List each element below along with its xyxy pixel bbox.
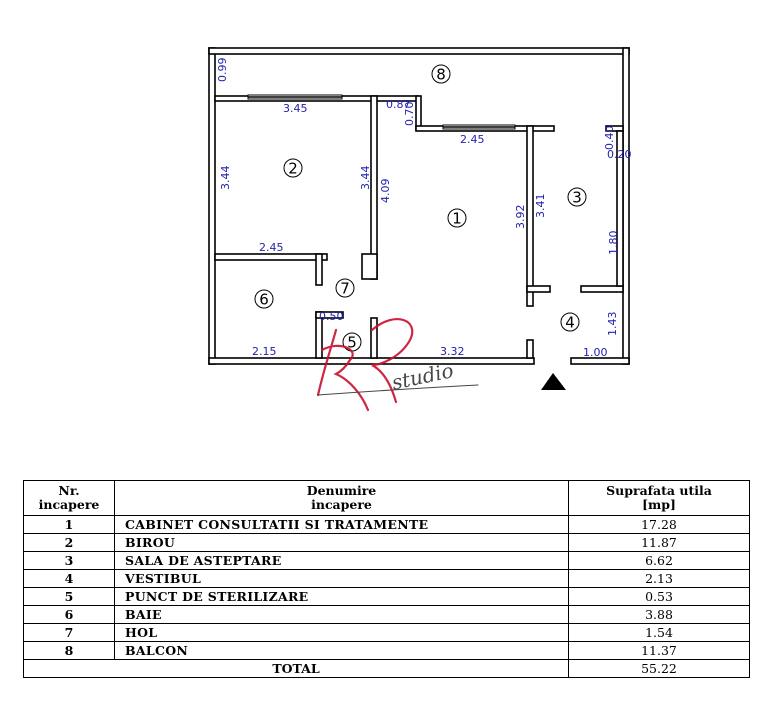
wall-room1-bottom-right (526, 339, 534, 359)
dim-notch-width: 0.87 (386, 98, 411, 111)
wall-left-outer (208, 47, 216, 365)
total-label: TOTAL (23, 659, 569, 678)
dim-room1-right: 3.92 (514, 205, 527, 230)
wall-room1-stub (526, 285, 551, 293)
dim-room3-top-a: 0.40 (603, 126, 616, 151)
wall-room3-right-inner (616, 130, 624, 287)
dim-room2-left: 3.44 (219, 166, 232, 191)
wall-top-outer (208, 47, 630, 55)
room-labels: 1 2 3 4 5 6 7 8 (254, 64, 587, 352)
wall-hol-stub (361, 253, 378, 280)
room-label-5: 5 (342, 332, 362, 352)
svg-text:7: 7 (340, 280, 350, 298)
dim-room4-bottom: 1.00 (583, 346, 608, 359)
dim-room6-bottom: 2.15 (252, 345, 277, 358)
room-label-1: 1 (447, 208, 467, 228)
svg-text:6: 6 (259, 291, 269, 309)
dimension-labels: 0.99 3.45 0.87 0.70 2.45 0.40 0.20 3.44 … (216, 58, 632, 360)
dim-room5-width: 0.50 (319, 310, 344, 323)
dim-room2-right: 3.44 (359, 166, 372, 191)
header-area: Suprafata utila[mp] (568, 480, 750, 516)
floor-plan: 0.99 3.45 0.87 0.70 2.45 0.40 0.20 3.44 … (208, 47, 632, 412)
wall-right-outer (622, 47, 630, 365)
wall-room5-top (315, 311, 344, 319)
room-label-2: 2 (283, 158, 303, 178)
room-label-4: 4 (560, 312, 580, 332)
svg-text:5: 5 (347, 334, 357, 352)
header-nr: Nr.incapere (23, 480, 115, 516)
dim-room3-left: 3.41 (534, 194, 547, 219)
dim-notch-height: 0.70 (403, 102, 416, 127)
wall-room3-top (605, 125, 624, 132)
room-label-6: 6 (254, 289, 274, 309)
svg-text:1: 1 (452, 210, 462, 228)
svg-text:3: 3 (572, 189, 582, 207)
dim-room1-window: 2.45 (460, 133, 485, 146)
dim-room1-bottom: 3.32 (440, 345, 465, 358)
room-label-3: 3 (567, 187, 587, 207)
windows (247, 94, 516, 130)
svg-text:2: 2 (288, 160, 298, 178)
table-total-row: TOTAL 55.22 (23, 659, 750, 678)
svg-text:4: 4 (565, 314, 575, 332)
room-label-7: 7 (335, 278, 355, 298)
wall-room6-right-upper (315, 253, 323, 286)
dim-balcony-depth: 0.99 (216, 58, 229, 83)
dim-room3-right: 1.80 (607, 231, 620, 256)
dim-room1-left: 4.09 (379, 179, 392, 204)
wall-room4-stub (580, 285, 624, 293)
total-area: 55.22 (568, 659, 750, 678)
dim-room2-width: 3.45 (283, 102, 308, 115)
entrance-marker-icon (541, 373, 566, 390)
room-label-8: 8 (431, 64, 451, 84)
wall-room2-bottom (214, 253, 328, 261)
wall-bottom-left (208, 357, 535, 365)
wall-room5-right (370, 317, 378, 359)
dim-room3-top-b: 0.20 (607, 148, 632, 161)
wall-bottom-right (570, 357, 630, 365)
wall-notch-vert (415, 95, 422, 131)
dim-room2-bottom: 2.45 (259, 241, 284, 254)
dim-room4-right: 1.43 (606, 312, 619, 337)
svg-text:8: 8 (436, 66, 446, 84)
wall-room1-right (526, 125, 534, 307)
